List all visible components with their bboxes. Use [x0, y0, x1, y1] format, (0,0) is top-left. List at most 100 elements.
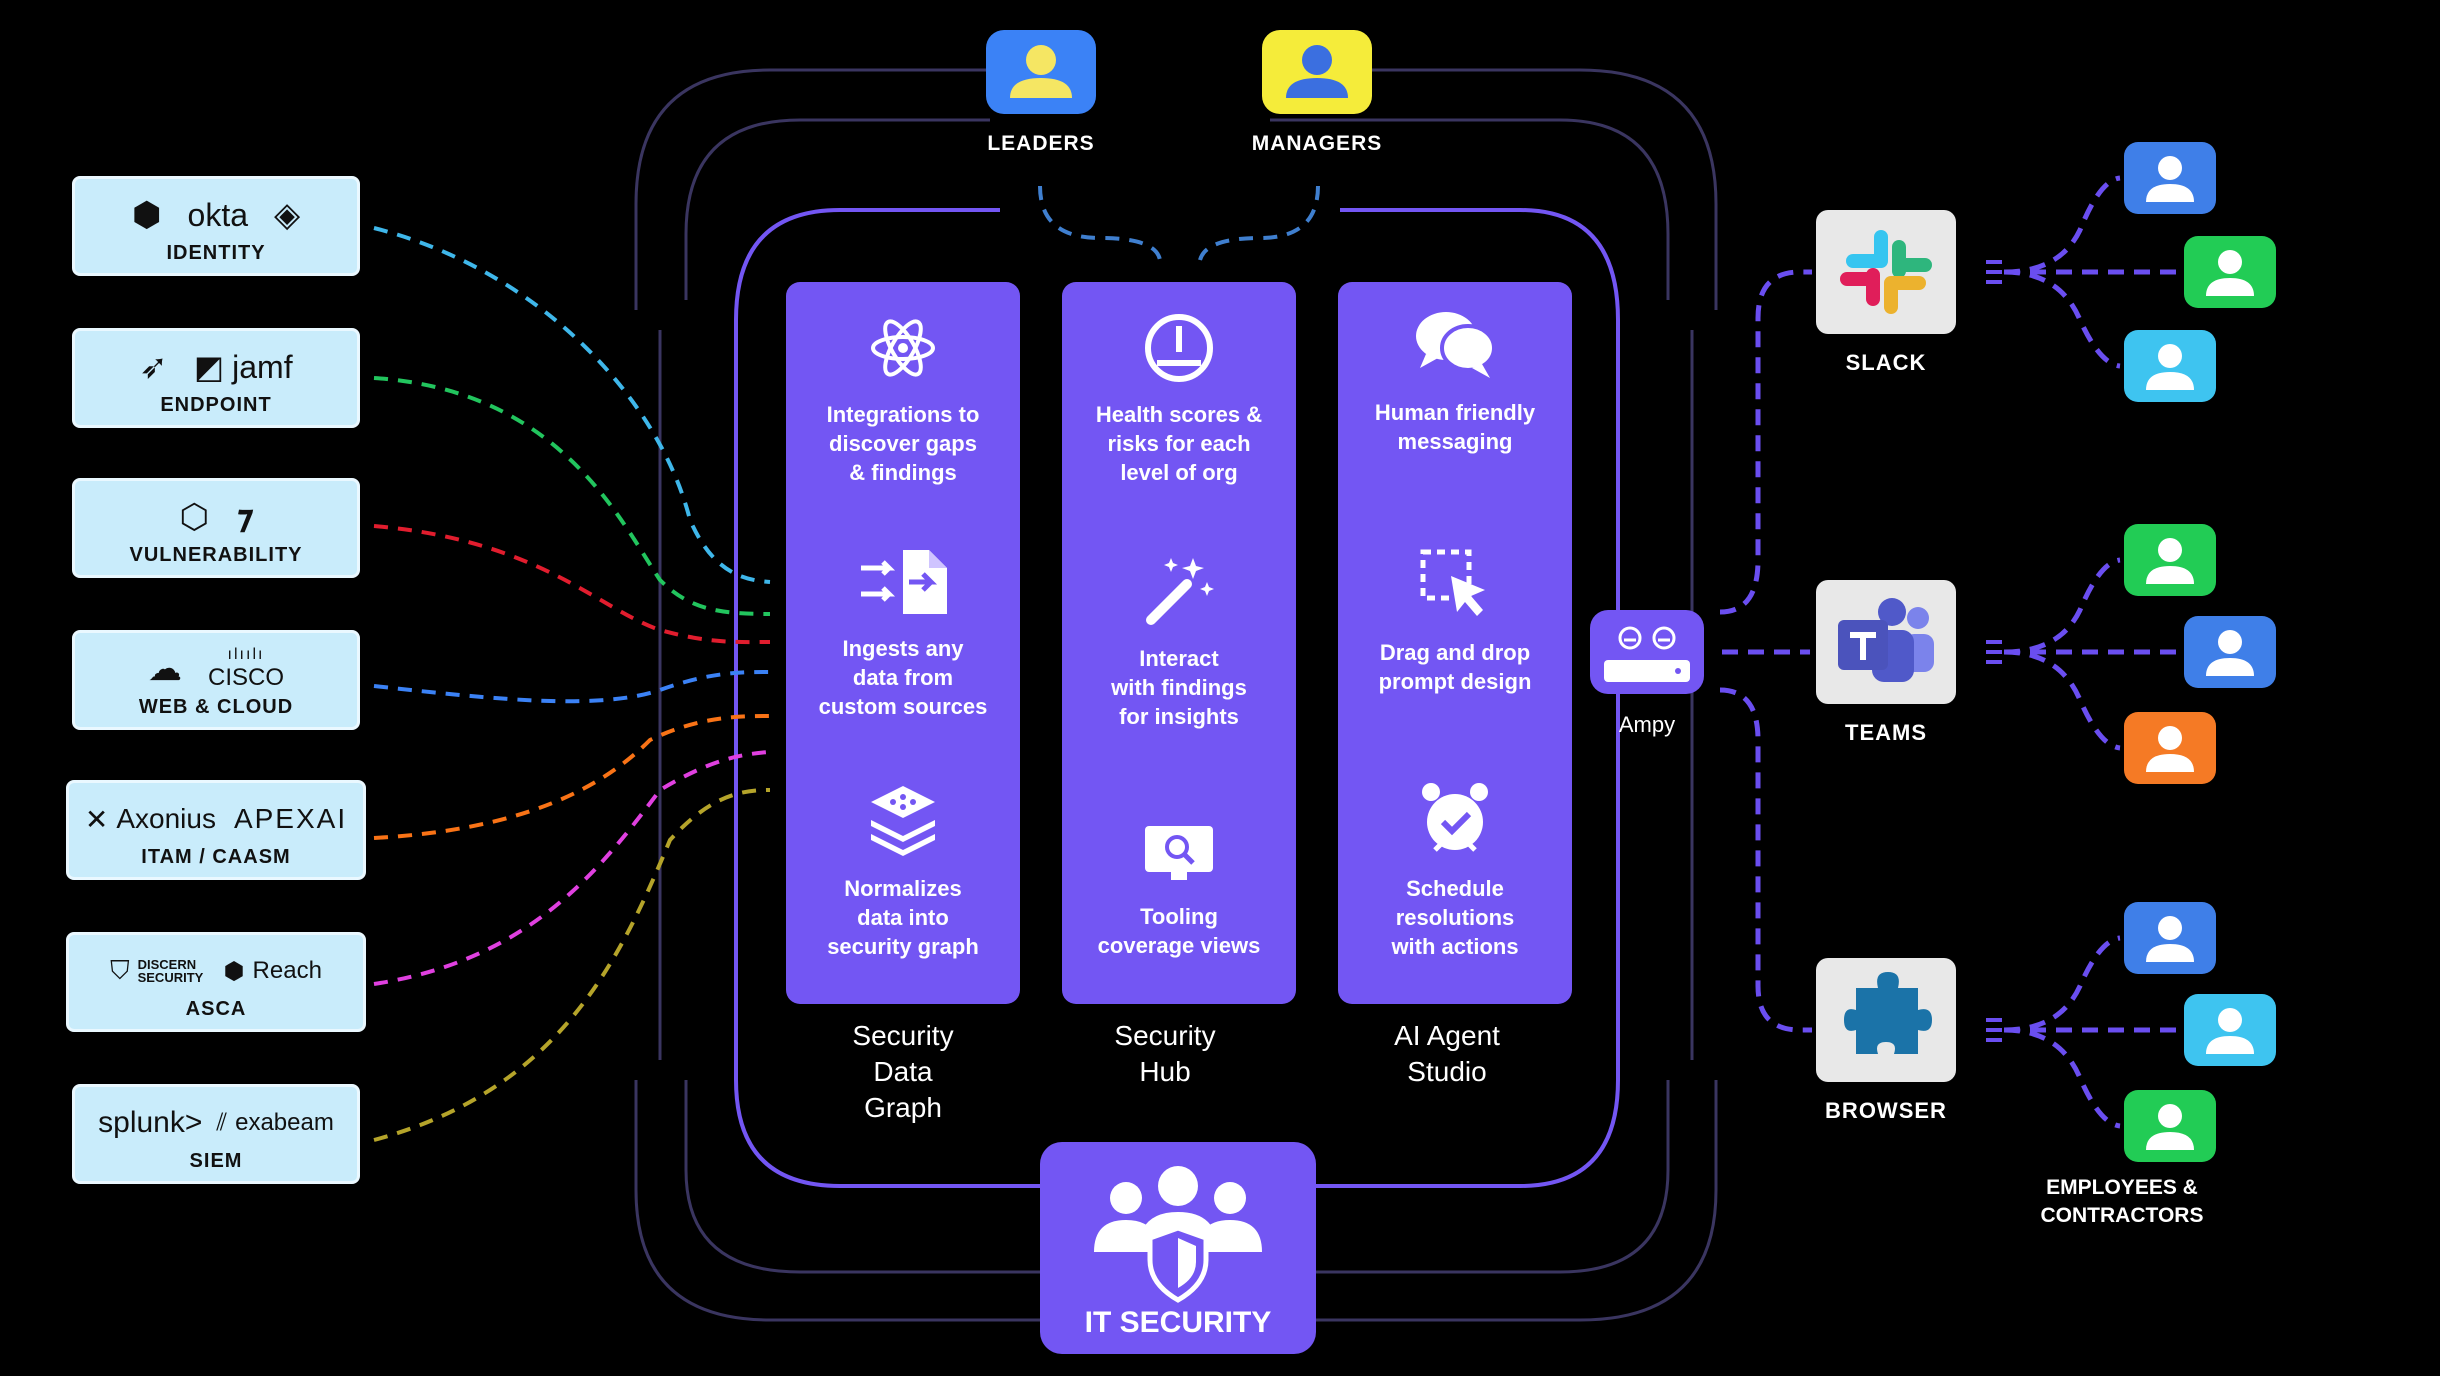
cisco-bars-icon: ılıılı	[227, 646, 265, 663]
managers-avatar	[1262, 30, 1372, 114]
brand-axonius: ✕Axonius	[84, 803, 216, 835]
employee-avatar	[2124, 712, 2216, 784]
person-icon	[2146, 726, 2194, 772]
employee-avatar	[2124, 1090, 2216, 1162]
jamf-logo-icon: ◩	[193, 349, 225, 385]
feature-text: Integrations to discover gaps & findings	[826, 402, 980, 485]
brand-row: ☁ ılıılı CISCO	[75, 643, 357, 695]
pillar-security-data-graph: Integrations to discover gaps & findings…	[786, 282, 1020, 1004]
atom-icon	[871, 319, 935, 377]
managers-label: MANAGERS	[1251, 132, 1383, 155]
ampy-label: Ampy	[1618, 712, 1676, 737]
person-icon	[2146, 344, 2194, 390]
person-icon	[2146, 1104, 2194, 1150]
teams-icon	[1838, 598, 1934, 682]
inner-frame	[734, 208, 1620, 1188]
feature-messaging: Human friendly messaging	[1338, 306, 1572, 456]
channel-ticks	[1986, 260, 2002, 1042]
diamond-network-icon: ◈	[274, 196, 301, 234]
feature-interact: Interact with findings for insights	[1062, 552, 1296, 731]
it-security-label: IT SECURITY	[1084, 1306, 1272, 1339]
brand-cisco: ılıılı CISCO	[207, 646, 284, 691]
frame-lines	[634, 68, 1718, 1322]
brand-row: ➶ ◩jamf	[75, 341, 357, 393]
source-card-identity: ⬢ okta ◈ IDENTITY	[72, 176, 360, 276]
employee-avatar	[2124, 524, 2216, 596]
source-card-itam: ✕Axonius APEXAI ITAM / CAASM	[66, 780, 366, 880]
category-label: ITAM / CAASM	[141, 846, 291, 868]
feature-integrations: Integrations to discover gaps & findings	[786, 312, 1020, 487]
brand-discern: ⛉DISCERN SECURITY	[110, 955, 204, 985]
employee-avatar	[2124, 902, 2216, 974]
it-security-box: IT SECURITY	[1040, 1142, 1316, 1354]
feature-text: Human friendly messaging	[1374, 400, 1536, 454]
chat-bubbles-icon	[1416, 312, 1496, 378]
gauge-icon	[1145, 314, 1213, 382]
brand-row: ⛉DISCERN SECURITY ⬢Reach	[69, 945, 363, 997]
brand-row: ⬢ okta ◈	[75, 189, 357, 241]
person-icon	[2146, 156, 2194, 202]
brand-row: splunk> ⫽exabeam	[75, 1097, 357, 1149]
exabeam-icon: ⫽	[216, 1109, 228, 1136]
browser-label: BROWSER	[1825, 1098, 1947, 1123]
brand-jamf: ◩jamf	[193, 348, 293, 386]
feature-ingest: Ingests any data from custom sources	[786, 546, 1020, 721]
category-label: IDENTITY	[166, 242, 266, 264]
brand-exabeam: ⫽exabeam	[216, 1109, 334, 1136]
layers-icon	[871, 786, 935, 856]
brand-apexai: APEXAI	[233, 803, 348, 834]
axonius-x-icon: ✕	[84, 803, 109, 835]
leaders-avatar	[986, 30, 1096, 114]
employee-avatar	[2124, 142, 2216, 214]
source-card-vulnerability: ⬡ ⁊ VULNERABILITY	[72, 478, 360, 578]
feature-schedule: Schedule resolutions with actions	[1338, 778, 1572, 961]
brand-reach: ⬢Reach	[223, 957, 322, 985]
alarm-clock-icon	[1422, 783, 1488, 852]
browser-app-tile	[1816, 958, 1956, 1082]
employee-avatar	[2124, 330, 2216, 402]
source-card-asca: ⛉DISCERN SECURITY ⬢Reach ASCA	[66, 932, 366, 1032]
ampy-bot-icon	[1590, 610, 1704, 694]
hexagon-logo-icon: ⬡	[179, 498, 210, 536]
person-icon	[1010, 45, 1072, 98]
channel-connectors	[1719, 175, 2180, 1129]
source-card-endpoint: ➶ ◩jamf ENDPOINT	[72, 328, 360, 428]
employee-avatar	[2184, 236, 2276, 308]
category-label: ENDPOINT	[160, 394, 272, 416]
top-people-connectors	[1038, 185, 1320, 261]
employee-avatar	[2184, 616, 2276, 688]
slack-app-tile	[1816, 210, 1956, 334]
pillar-security-hub: Health scores & risks for each level of …	[1062, 282, 1296, 1004]
employee-avatar	[2184, 994, 2276, 1066]
employees-label: EMPLOYEES & CONTRACTORS	[2040, 1176, 2204, 1227]
team-shield-icon	[1094, 1166, 1262, 1303]
drag-drop-icon	[1420, 549, 1485, 616]
person-icon	[2206, 250, 2254, 296]
feature-text: Drag and drop prompt design	[1378, 640, 1532, 694]
feature-normalize: Normalizes data into security graph	[786, 782, 1020, 961]
leaders-label: LEADERS	[987, 132, 1095, 155]
zscaler-cloud-icon: ☁	[147, 650, 182, 688]
person-icon	[1286, 45, 1348, 98]
teams-app-tile	[1816, 580, 1956, 704]
slack-label: SLACK	[1845, 350, 1927, 375]
discern-shield-icon: ⛉	[110, 955, 130, 985]
feature-health-scores: Health scores & risks for each level of …	[1062, 312, 1296, 487]
pillar-title: Security Data Graph	[852, 1020, 954, 1123]
brand-row: ⬡ ⁊	[75, 491, 357, 543]
pillar-title: Security Hub	[1114, 1020, 1216, 1087]
feature-text: Ingests any data from custom sources	[818, 636, 988, 719]
pillar-ai-agent-studio: Human friendly messaging Drag and drop p…	[1338, 282, 1572, 1004]
robot-face-icon	[1604, 626, 1690, 682]
feature-text: Interact with findings for insights	[1111, 646, 1247, 729]
magic-wand-icon	[1146, 558, 1214, 625]
feature-drag-drop: Drag and drop prompt design	[1338, 546, 1572, 696]
feature-text: Schedule resolutions with actions	[1391, 876, 1519, 959]
source-card-web-cloud: ☁ ılıılı CISCO WEB & CLOUD	[72, 630, 360, 730]
brand-splunk: splunk>	[98, 1106, 203, 1139]
rapid7-logo-icon: ⁊	[235, 498, 253, 536]
falcon-icon: ➶	[139, 348, 168, 386]
feature-text: Normalizes data into security graph	[827, 876, 979, 959]
category-label: ASCA	[185, 998, 247, 1020]
